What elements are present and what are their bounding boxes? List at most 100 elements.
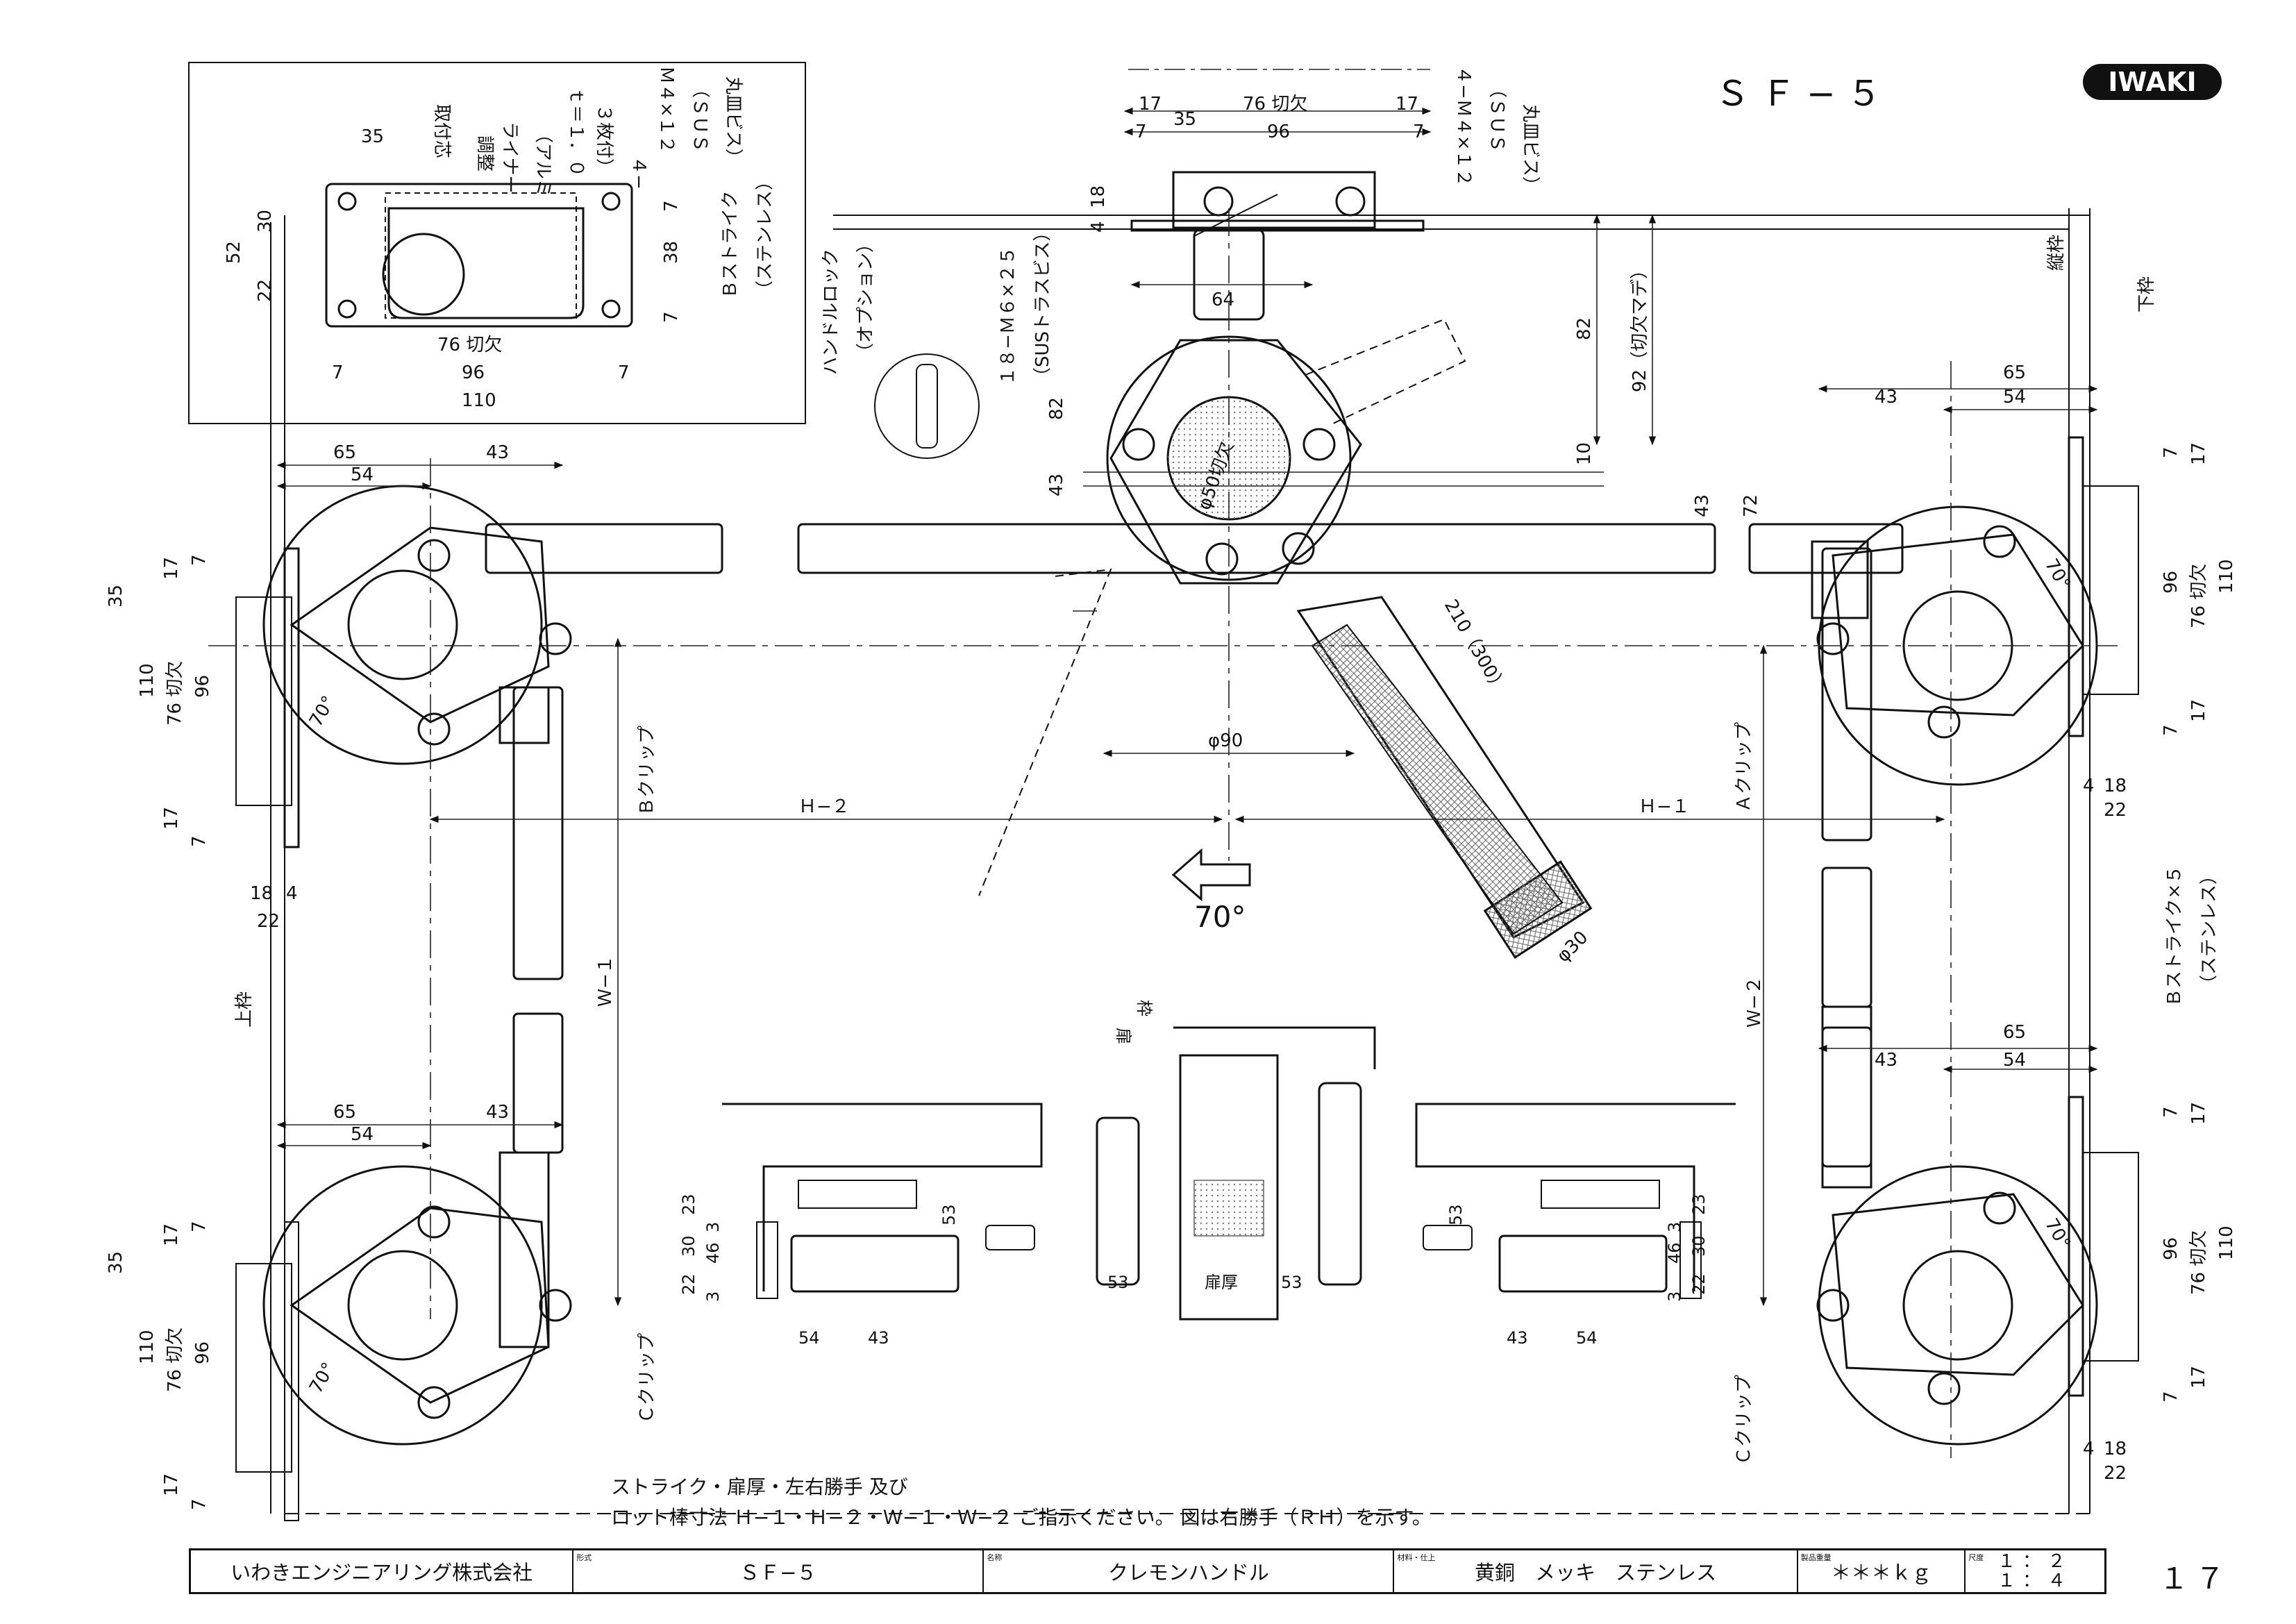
dim-secr-3b: 3 bbox=[1665, 1291, 1684, 1302]
company-cell: いわきエンジニアリング株式会社 bbox=[191, 1550, 574, 1592]
instruction-note: ストライク・扉厚・左右勝手 及び ロット棒寸法 Ｈ−１・Ｈ−２・Ｗ−１・Ｗ−２ … bbox=[611, 1472, 1432, 1533]
dim-br-4: 4 bbox=[2083, 1439, 2095, 1459]
dim-tl-17a: 17 bbox=[161, 557, 182, 580]
dim-tr-18: 18 bbox=[2104, 776, 2127, 796]
note-line-1: ストライク・扉厚・左右勝手 及び bbox=[611, 1475, 908, 1498]
dim-secl-22: 22 bbox=[679, 1273, 698, 1295]
dim-br-18: 18 bbox=[2104, 1439, 2127, 1459]
dim-tr-43: 43 bbox=[1875, 387, 1897, 408]
dim-top-4: 4 bbox=[1088, 221, 1109, 233]
label-liner-t: ｔ＝１．０ bbox=[566, 87, 587, 177]
dim-br-22: 22 bbox=[2104, 1463, 2127, 1484]
label-b-strike-x5-stainless: （ステンレス） bbox=[2199, 867, 2220, 993]
dim-bl-7b: 7 bbox=[189, 1498, 210, 1510]
dim-tl-43: 43 bbox=[486, 442, 509, 463]
label-angle-tl: 70° bbox=[305, 692, 340, 730]
dim-tl-54: 54 bbox=[351, 464, 374, 485]
drawing-model-title: ＳＦ−５ bbox=[1715, 74, 1893, 114]
label-w2: Ｗ−２ bbox=[1744, 976, 1765, 1028]
dim-inset-7a: 7 bbox=[661, 200, 682, 212]
dim-top-17b: 17 bbox=[1396, 94, 1418, 115]
dim-bl-43: 43 bbox=[486, 1102, 509, 1123]
label-countersunk-top: 丸皿ビス） bbox=[1520, 104, 1541, 194]
dim-center-43: 43 bbox=[1692, 494, 1713, 517]
dim-top-64: 64 bbox=[1212, 290, 1234, 310]
label-frame-bottom: 下枠 bbox=[2136, 276, 2157, 312]
dim-top-82a: 82 bbox=[1046, 397, 1067, 420]
label-w1: Ｗ−１ bbox=[595, 955, 616, 1007]
label-m4-inset-b: Ｍ４×１２ bbox=[656, 66, 677, 153]
dim-secr-22: 22 bbox=[1689, 1273, 1709, 1295]
dim-inset-7d: 7 bbox=[618, 362, 630, 383]
dim-top-18: 18 bbox=[1088, 185, 1109, 208]
dim-bl-cut76: 76 切欠 bbox=[165, 1328, 185, 1392]
dim-bl-110: 110 bbox=[137, 1330, 158, 1364]
material-caption: 材料・仕上 bbox=[1397, 1553, 1436, 1562]
dim-center-72: 72 bbox=[1741, 494, 1761, 517]
name-cell: 名称 クレモンハンドル bbox=[984, 1550, 1395, 1592]
dim-secr-43: 43 bbox=[1507, 1328, 1528, 1348]
label-angle-bl: 70° bbox=[305, 1359, 340, 1397]
dim-tr-22: 22 bbox=[2104, 800, 2127, 821]
dim-br-7b: 7 bbox=[2161, 1391, 2181, 1403]
weight-cell: 製品重量 ＊＊＊ｋｇ bbox=[1798, 1550, 1966, 1592]
dim-inset-110: 110 bbox=[462, 390, 496, 411]
dim-br-96: 96 bbox=[2161, 1237, 2181, 1260]
dim-top-17a: 17 bbox=[1139, 94, 1162, 115]
label-b-strike-stainless: （ステンレス） bbox=[755, 172, 776, 299]
dim-secr-3a: 3 bbox=[1665, 1222, 1684, 1232]
dim-inset-38: 38 bbox=[661, 241, 682, 264]
page-number: １７ bbox=[2159, 1562, 2232, 1596]
dim-secl-30: 30 bbox=[679, 1235, 698, 1257]
dim-inset-52: 52 bbox=[224, 241, 244, 264]
dim-len210: 210（300） bbox=[1440, 596, 1511, 698]
name-value: クレモンハンドル bbox=[1107, 1561, 1269, 1584]
dim-tr-65: 65 bbox=[2003, 362, 2026, 383]
dim-tl-17b: 17 bbox=[161, 807, 182, 830]
dim-bl-35: 35 bbox=[106, 1251, 126, 1274]
dim-top-cut76: 76 切欠 bbox=[1243, 94, 1307, 115]
weight-caption: 製品重量 bbox=[1800, 1553, 1832, 1562]
dim-br-17a: 17 bbox=[2188, 1102, 2209, 1125]
dim-sec-53b: 53 bbox=[1281, 1273, 1302, 1292]
label-liner-qty: ３枚付） bbox=[594, 104, 614, 176]
dim-secl-23: 23 bbox=[679, 1194, 698, 1215]
dim-bl-7a: 7 bbox=[189, 1221, 210, 1232]
dim-inset-30: 30 bbox=[255, 210, 276, 233]
dim-bl-54: 54 bbox=[351, 1124, 374, 1145]
note-line-2: ロット棒寸法 Ｈ−１・Ｈ−２・Ｗ−１・Ｗ−２ ご指示ください。 図は右勝手（ＲＨ… bbox=[611, 1506, 1432, 1529]
dim-inset-cut76: 76 切欠 bbox=[437, 335, 502, 355]
dim-tl-22: 22 bbox=[257, 911, 280, 932]
label-handle-lock: ハンドルロック bbox=[821, 249, 841, 375]
label-sus-inset: （ＳＵＳ bbox=[689, 80, 710, 152]
label-countersunk-inset: 丸皿ビス） bbox=[723, 76, 744, 167]
label-clip-b: Ｂクリップ bbox=[637, 726, 657, 816]
label-door-section: 扉 bbox=[1114, 1028, 1133, 1044]
scale-caption: 尺度 bbox=[1968, 1553, 1984, 1562]
dim-secr-23: 23 bbox=[1689, 1194, 1709, 1215]
dim-tl-cut76: 76 切欠 bbox=[165, 661, 185, 726]
label-clip-c-right: Ｃクリップ bbox=[1734, 1375, 1754, 1465]
dim-tr-96: 96 bbox=[2161, 571, 2181, 594]
dim-secl-43: 43 bbox=[868, 1328, 889, 1348]
label-door-thickness: 扉厚 bbox=[1205, 1273, 1238, 1292]
dim-tl-18: 18 bbox=[250, 883, 273, 904]
model-value: ＳＦ−５ bbox=[739, 1561, 817, 1584]
scale-cell: 尺度 １：２ １：４ bbox=[1966, 1550, 2104, 1592]
dim-top-92: 92（切欠マデ） bbox=[1629, 261, 1650, 392]
label-handle-lock-option: （オプション） bbox=[855, 235, 876, 361]
material-cell: 材料・仕上 黄銅 メッキ ステンレス bbox=[1394, 1550, 1798, 1592]
dim-secl-54: 54 bbox=[798, 1328, 820, 1348]
dim-bl-17b: 17 bbox=[161, 1473, 182, 1496]
label-clip-a: Ａクリップ bbox=[1734, 722, 1754, 812]
dim-tr-7a: 7 bbox=[2161, 446, 2181, 458]
dim-top-96: 96 bbox=[1267, 122, 1290, 142]
dim-secr-53: 53 bbox=[1446, 1204, 1466, 1225]
dim-tr-17a: 17 bbox=[2188, 442, 2209, 465]
dim-top-7b: 7 bbox=[1413, 122, 1425, 142]
dim-tl-110: 110 bbox=[137, 663, 158, 698]
label-screw-m6: １８−Ｍ６×２５ bbox=[998, 246, 1019, 385]
model-cell: 形式 ＳＦ−５ bbox=[573, 1550, 984, 1592]
dim-secl-53: 53 bbox=[939, 1204, 959, 1225]
